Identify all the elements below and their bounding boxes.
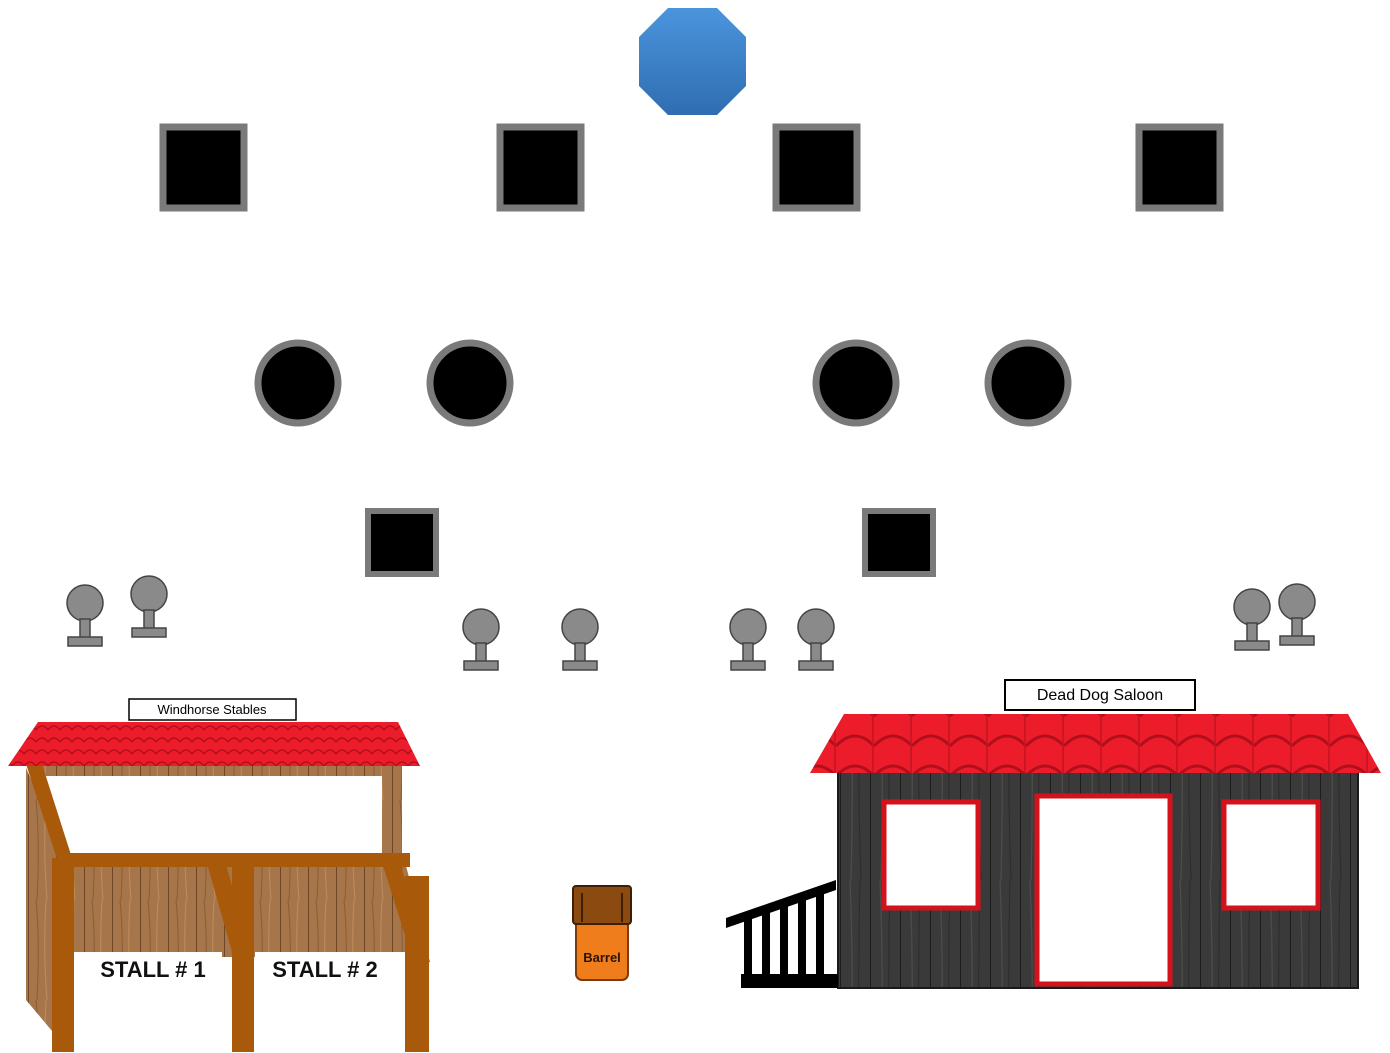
barrel: Barrel xyxy=(573,886,631,980)
round-target-icon xyxy=(816,343,896,423)
saloon-window-left xyxy=(884,802,978,908)
saloon-stairs xyxy=(726,880,838,988)
dead-dog-saloon: Dead Dog Saloon xyxy=(726,680,1381,988)
stables-sign-text: Windhorse Stables xyxy=(157,702,267,717)
popper-icon xyxy=(131,576,167,637)
square-target-row-1 xyxy=(163,127,1220,208)
square-target-icon xyxy=(163,127,244,208)
square-target-icon xyxy=(500,127,581,208)
saloon-door xyxy=(1037,796,1170,984)
stall-1-label: STALL # 1 xyxy=(100,957,206,982)
stall-2-label: STALL # 2 xyxy=(272,957,378,982)
popper-icon xyxy=(1234,589,1270,650)
popper-icon xyxy=(67,585,103,646)
popper-icon xyxy=(1279,584,1315,645)
square-target-row-3 xyxy=(368,511,933,574)
square-target-icon xyxy=(368,511,436,574)
square-target-icon xyxy=(865,511,933,574)
round-target-row xyxy=(258,343,1068,423)
saloon-roof xyxy=(810,714,1381,773)
round-target-icon xyxy=(430,343,510,423)
popper-icon xyxy=(730,609,766,670)
popper-icon xyxy=(798,609,834,670)
popper-icon xyxy=(463,609,499,670)
windhorse-stables: Windhorse Stables STALL # 1 STALL # 2 xyxy=(8,699,430,1052)
square-target-icon xyxy=(776,127,857,208)
octagon-start-marker-icon xyxy=(639,8,746,115)
round-target-icon xyxy=(258,343,338,423)
saloon-sign-text: Dead Dog Saloon xyxy=(1037,687,1163,704)
stables-roof xyxy=(8,722,420,766)
popper-targets xyxy=(67,576,1315,670)
saloon-window-right xyxy=(1224,802,1318,908)
square-target-icon xyxy=(1139,127,1220,208)
popper-icon xyxy=(562,609,598,670)
round-target-icon xyxy=(988,343,1068,423)
barrel-label: Barrel xyxy=(583,950,621,965)
